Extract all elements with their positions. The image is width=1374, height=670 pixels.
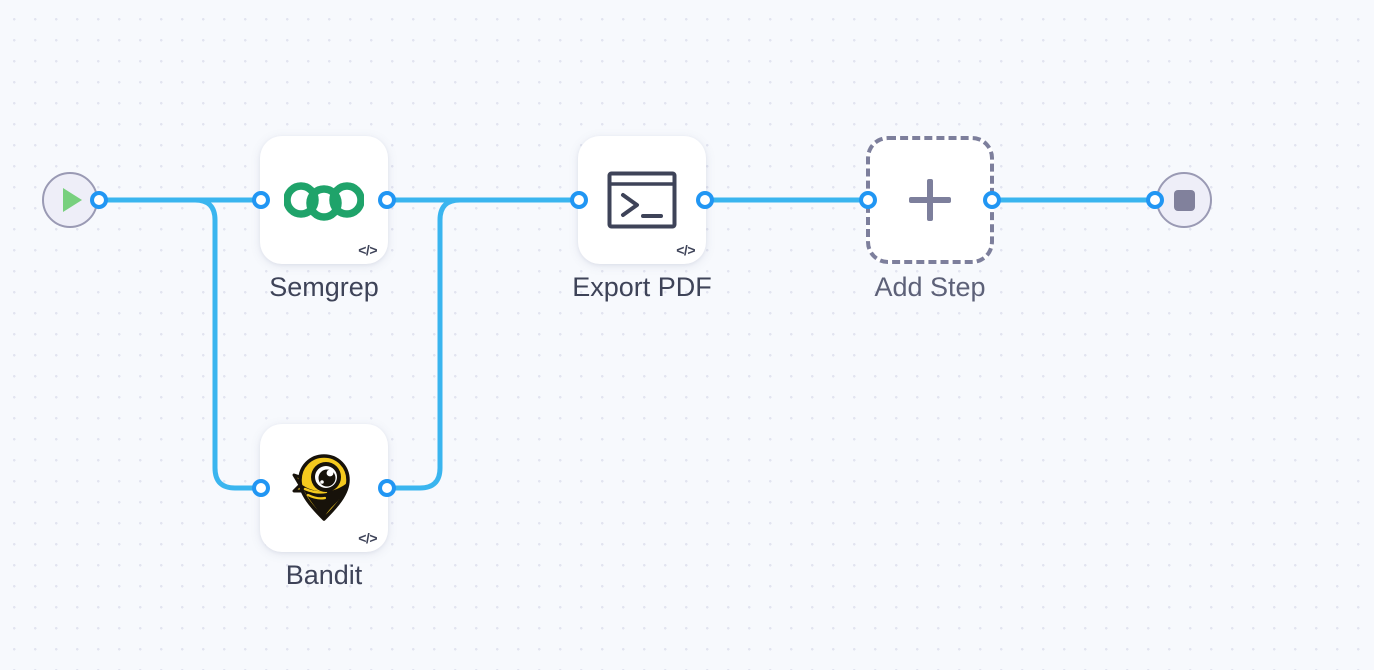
edge-start-to-bandit xyxy=(96,197,264,491)
port-semgrep-in[interactable] xyxy=(252,191,270,209)
terminal-icon xyxy=(607,171,677,229)
bandit-logo-icon xyxy=(292,453,356,523)
node-semgrep-label: Semgrep xyxy=(269,272,379,302)
port-add-step-in[interactable] xyxy=(859,191,877,209)
plus-icon xyxy=(907,177,953,223)
play-icon xyxy=(63,188,82,212)
edge-bandit-to-export-pdf xyxy=(384,197,582,491)
port-export-pdf-out[interactable] xyxy=(696,191,714,209)
node-export-pdf[interactable]: </> Export PDF xyxy=(572,136,712,302)
port-bandit-out[interactable] xyxy=(378,479,396,497)
node-export-pdf-card[interactable]: </> xyxy=(578,136,706,264)
port-add-step-out[interactable] xyxy=(983,191,1001,209)
semgrep-logo-icon xyxy=(284,178,364,222)
port-export-pdf-in[interactable] xyxy=(570,191,588,209)
node-semgrep[interactable]: </> Semgrep xyxy=(260,136,388,302)
port-end-in[interactable] xyxy=(1146,191,1164,209)
port-bandit-in[interactable] xyxy=(252,479,270,497)
port-start-out[interactable] xyxy=(90,191,108,209)
code-badge-icon: </> xyxy=(358,242,377,258)
port-semgrep-out[interactable] xyxy=(378,191,396,209)
code-badge-icon: </> xyxy=(676,242,695,258)
end-node[interactable] xyxy=(1156,172,1212,228)
start-node[interactable] xyxy=(42,172,98,228)
node-bandit-label: Bandit xyxy=(285,560,363,590)
node-add-step-label: Add Step xyxy=(874,272,986,302)
code-badge-icon: </> xyxy=(358,530,377,546)
stop-icon xyxy=(1173,189,1195,211)
node-export-pdf-label: Export PDF xyxy=(572,272,712,302)
node-bandit-card[interactable]: </> xyxy=(260,424,388,552)
add-step-button[interactable] xyxy=(866,136,994,264)
node-add-step[interactable]: Add Step xyxy=(866,136,994,302)
node-semgrep-card[interactable]: </> xyxy=(260,136,388,264)
node-bandit[interactable]: </> Bandit xyxy=(260,424,388,590)
